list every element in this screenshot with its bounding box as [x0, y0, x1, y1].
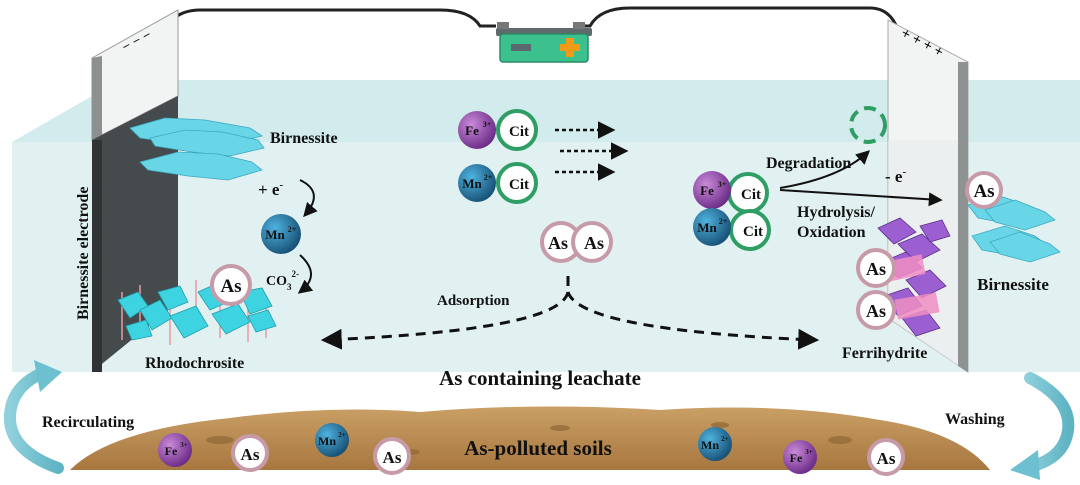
- mn-label: Mn: [462, 176, 482, 191]
- flow-arrows: [555, 121, 629, 181]
- minus-e-label: - e-: [885, 166, 906, 186]
- birnessite-right-label: Birnessite: [977, 275, 1049, 294]
- fe-label: Fe: [700, 183, 714, 198]
- soil-fe-ion-2: Fe 3+: [783, 440, 817, 474]
- degradation-label: Degradation: [766, 155, 851, 172]
- as-ring-rhodochrosite: As: [210, 264, 252, 306]
- mn-charge: 2+: [721, 435, 729, 443]
- soil-as-2: As: [373, 437, 411, 475]
- as-label: As: [584, 233, 604, 253]
- washing-label: Washing: [945, 411, 1005, 428]
- mn-label: Mn: [318, 434, 336, 448]
- recirculating-label: Recirculating: [42, 414, 134, 431]
- cit-label: Cit: [741, 187, 761, 203]
- fe-label: Fe: [165, 444, 178, 458]
- as-ring-ferrihydrite-bottom: As: [856, 290, 896, 330]
- mn-cit-complex-right: Mn 2+ Cit: [693, 208, 771, 251]
- oxidation-label: Oxidation: [797, 224, 866, 241]
- cit-label: Cit: [509, 177, 529, 193]
- mn-cit-complex-center: Mn 2+ Cit: [458, 162, 538, 204]
- fe-cit-complex-center: Fe 3+ Cit: [458, 109, 538, 151]
- reduction-arrow: [299, 179, 318, 218]
- mn-charge: 2+: [288, 225, 297, 234]
- fe-charge: 3+: [180, 441, 188, 449]
- adsorption-arrows: [320, 276, 820, 350]
- hydrolysis-arrow: [779, 189, 943, 207]
- soil-as-1: As: [231, 434, 269, 472]
- degradation-arrow: [779, 150, 871, 189]
- hydrolysis-label: Hydrolysis/: [797, 204, 876, 221]
- plus-e-label: + e-: [258, 179, 283, 199]
- mn-charge: 2+: [719, 217, 728, 226]
- as-dimer: As As: [540, 221, 613, 263]
- mn-ion-left: Mn 2+: [261, 214, 301, 254]
- soil-mn-ion-1: Mn 2+: [315, 423, 349, 457]
- mn-charge: 2+: [338, 431, 346, 439]
- soil-mn-ion-2: Mn 2+: [698, 427, 732, 461]
- fe-charge: 3+: [805, 448, 813, 456]
- as-label: As: [220, 276, 241, 297]
- fe-label: Fe: [790, 451, 803, 465]
- as-label: As: [241, 445, 260, 464]
- recirculating-arrow: [3, 360, 64, 474]
- mn-label: Mn: [697, 220, 717, 235]
- as-label: As: [877, 449, 896, 468]
- mn-label: Mn: [701, 438, 719, 452]
- co3-label: CO32-: [266, 269, 299, 292]
- as-label: As: [866, 301, 886, 321]
- birnessite-top-label: Birnessite: [270, 130, 338, 147]
- ferrihydrite-label: Ferrihydrite: [842, 345, 927, 362]
- as-label: As: [973, 181, 994, 202]
- birnessite-crystals-left: [129, 117, 265, 181]
- soil-fe-ion-1: Fe 3+: [158, 433, 192, 467]
- mn-charge: 2+: [484, 173, 493, 182]
- fe-charge: 3+: [718, 180, 727, 189]
- battery: [496, 22, 592, 63]
- leachate-label: As containing leachate: [439, 366, 641, 390]
- as-label: As: [548, 233, 568, 253]
- as-label: As: [383, 448, 402, 467]
- fe-label: Fe: [465, 123, 479, 138]
- cit-label: Cit: [743, 224, 763, 240]
- rhodochrosite-label: Rhodochrosite: [145, 355, 244, 372]
- as-label: As: [866, 259, 886, 279]
- as-ring-right-electrode: As: [965, 171, 1003, 209]
- birnessite-crystals-right: [967, 195, 1061, 263]
- washing-arrow: [1010, 372, 1075, 480]
- electrode-label: Birnessite electrode: [75, 187, 92, 320]
- adsorption-label: Adsorption: [437, 293, 510, 309]
- soils-label: As-polluted soils: [464, 436, 612, 460]
- as-ring-ferrihydrite-top: As: [856, 248, 896, 288]
- mn-label: Mn: [265, 227, 285, 242]
- fe-charge: 3+: [483, 120, 492, 129]
- precipitation-arrow: [297, 254, 314, 294]
- degraded-cit-ring: [849, 106, 887, 144]
- cit-label: Cit: [509, 124, 529, 140]
- soil-as-3: As: [867, 438, 905, 476]
